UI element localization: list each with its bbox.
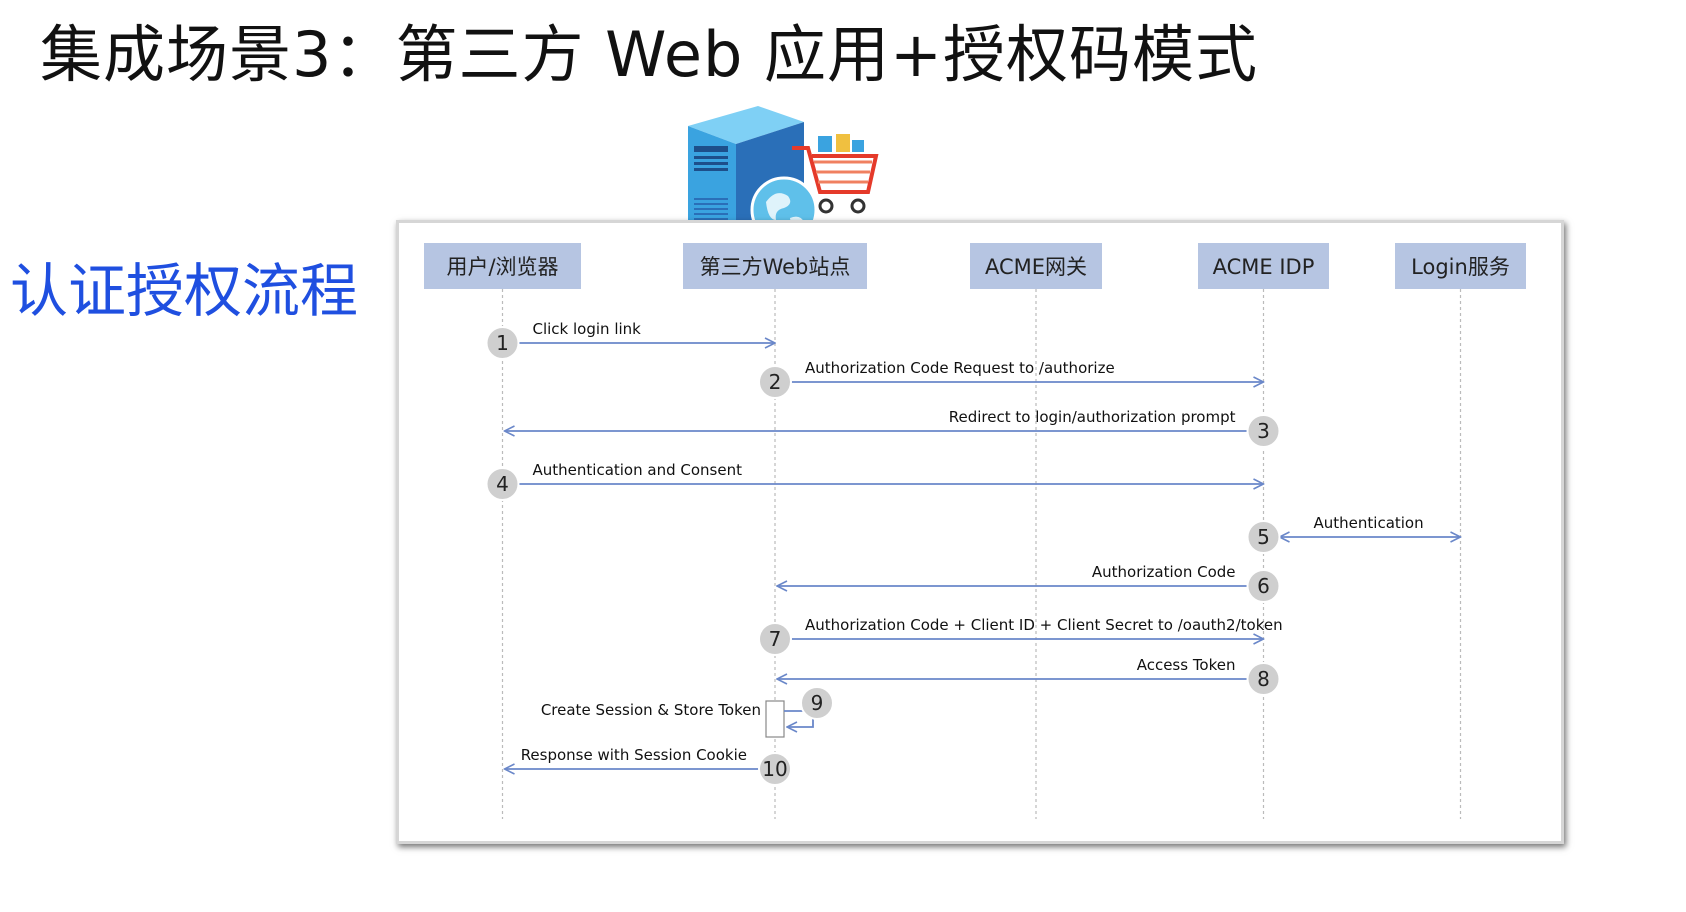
step-number: 4 xyxy=(496,472,509,496)
step-number: 6 xyxy=(1257,574,1270,598)
step-badge xyxy=(800,686,834,720)
step-badge xyxy=(485,326,520,360)
step-number: 3 xyxy=(1257,419,1270,443)
message-label: Access Token xyxy=(1137,656,1236,674)
step-badge xyxy=(758,752,792,786)
participant-label: ACME IDP xyxy=(1213,255,1315,279)
step-badge xyxy=(1246,662,1281,696)
participant-box-5 xyxy=(1395,243,1526,289)
message-label: Authentication and Consent xyxy=(533,461,743,479)
participant-box-3 xyxy=(970,243,1102,289)
step-badge xyxy=(758,622,792,656)
participant-box-1 xyxy=(424,243,581,289)
message-label: Response with Session Cookie xyxy=(521,746,747,764)
step-badge xyxy=(1246,569,1281,603)
activation-box xyxy=(765,700,785,738)
step-badge xyxy=(758,365,792,399)
message-label: Click login link xyxy=(533,320,642,338)
step-number: 2 xyxy=(769,370,782,394)
message-label: Authentication xyxy=(1314,514,1424,532)
participant-label: Login服务 xyxy=(1411,255,1510,279)
step-number: 5 xyxy=(1257,525,1270,549)
step-badge xyxy=(1246,520,1281,554)
participant-box-4 xyxy=(1198,243,1329,289)
message-label: Create Session & Store Token xyxy=(541,701,761,719)
sequence-diagram: 用户/浏览器 第三方Web站点 ACME网关 ACME IDP Login服务 1 Clic… xyxy=(424,243,1526,819)
section-title: 认证授权流程 xyxy=(10,257,359,325)
step-badge xyxy=(485,467,520,501)
participant-label: ACME网关 xyxy=(985,255,1087,279)
message-label: Authorization Code + Client ID + Client … xyxy=(805,616,1283,634)
step-badge xyxy=(1246,414,1281,448)
step-number: 8 xyxy=(1257,667,1270,691)
participant-label: 第三方Web站点 xyxy=(700,255,851,279)
message-label: Redirect to login/authorization prompt xyxy=(949,408,1236,426)
step-number: 1 xyxy=(496,331,509,355)
step-number: 7 xyxy=(769,627,782,651)
participant-label: 用户/浏览器 xyxy=(446,255,558,279)
page-title: 集成场景3：第三方 Web 应用+授权码模式 xyxy=(40,18,1258,91)
sequence-diagram-frame: 用户/浏览器 第三方Web站点 ACME网关 ACME IDP Login服务 1 Clic… xyxy=(396,220,1564,844)
step-number: 9 xyxy=(811,691,824,715)
message-label: Authorization Code xyxy=(1092,563,1236,581)
participant-box-2 xyxy=(683,243,867,289)
shopping-cart-icon xyxy=(792,134,879,214)
step-number: 10 xyxy=(762,757,787,781)
message-label: Authorization Code Request to /authorize xyxy=(805,359,1115,377)
